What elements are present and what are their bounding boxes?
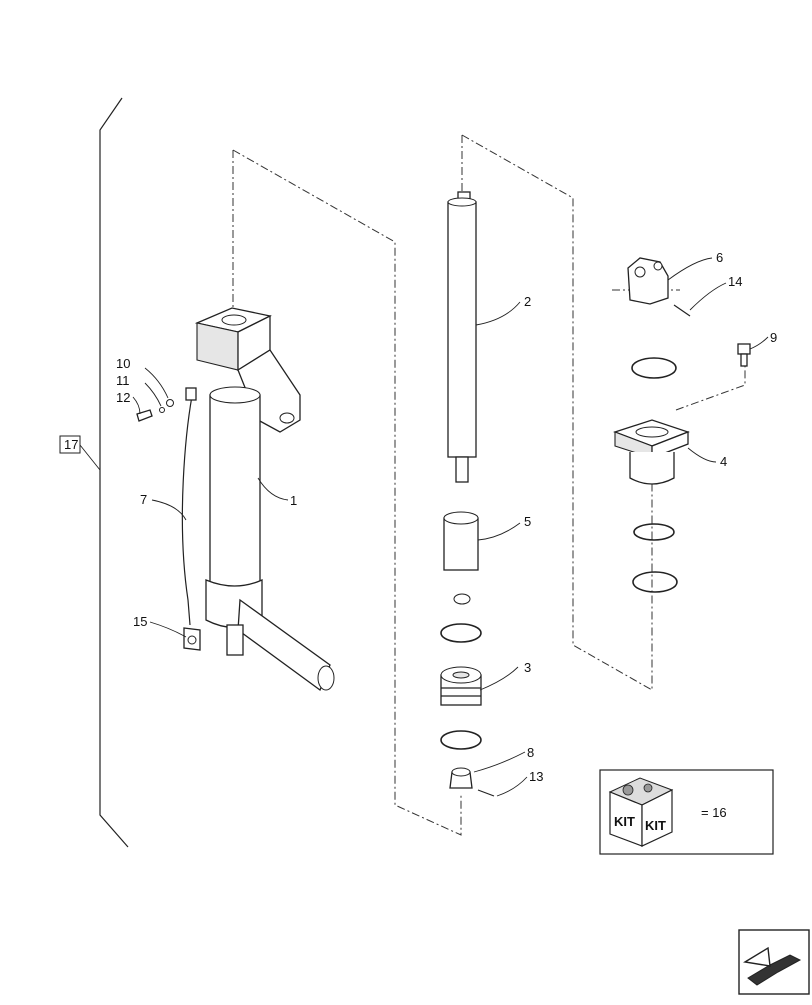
group-label: 17 (64, 437, 78, 452)
callout-8: 8 (527, 745, 534, 760)
callout-11: 11 (116, 373, 130, 388)
kit-box: KIT KIT = 16 (599, 769, 774, 855)
flange-cap (613, 419, 690, 485)
kit-label-left: KIT (614, 814, 635, 829)
group-bracket: 17 (59, 97, 129, 848)
kit-equals: = 16 (701, 805, 727, 820)
seal-rings-center (440, 593, 482, 750)
piston-rod (447, 191, 477, 483)
callout-15: 15 (133, 614, 147, 629)
callout-9: 9 (770, 330, 777, 345)
kit-label-right: KIT (645, 818, 666, 833)
callout-13: 13 (529, 769, 543, 784)
castle-nut (449, 767, 495, 797)
leader-lines (132, 257, 769, 797)
callout-10: 10 (116, 356, 130, 371)
brake-line (136, 387, 201, 651)
callout-1: 1 (290, 493, 297, 508)
callout-labels: 1 2 3 4 5 6 7 8 9 10 11 12 13 14 15 (116, 250, 777, 784)
piston (440, 666, 482, 706)
callout-5: 5 (524, 514, 531, 529)
kit-box-icon: KIT KIT (608, 777, 674, 847)
navigation-arrow-icon[interactable] (738, 929, 810, 995)
callout-4: 4 (720, 454, 727, 469)
seal-rings-right (631, 357, 678, 593)
callout-12: 12 (116, 390, 130, 405)
bolt (737, 343, 751, 367)
callout-7: 7 (140, 492, 147, 507)
callout-3: 3 (524, 660, 531, 675)
callout-6: 6 (716, 250, 723, 265)
alignment-lines (232, 134, 746, 836)
clevis (627, 257, 691, 317)
callout-14: 14 (728, 274, 742, 289)
bushing (443, 511, 479, 571)
knuckle-housing (194, 307, 335, 692)
callout-2: 2 (524, 294, 531, 309)
